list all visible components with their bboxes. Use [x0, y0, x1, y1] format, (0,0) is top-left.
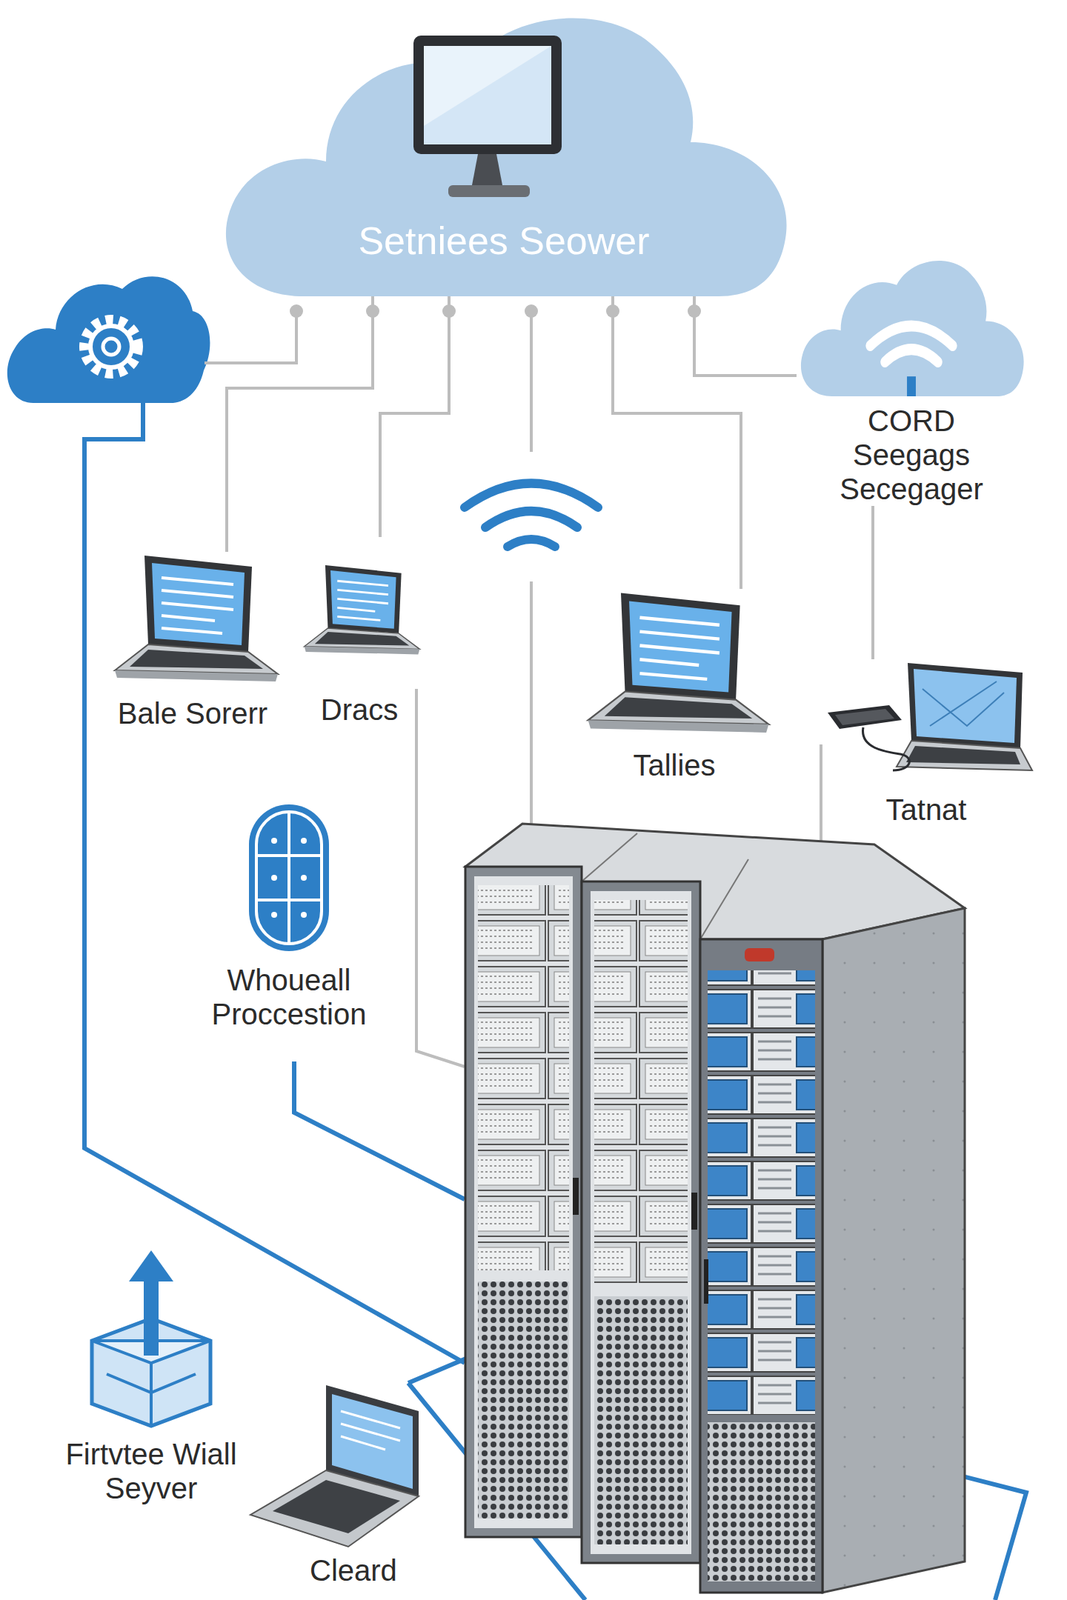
- wifi-symbol: [464, 483, 598, 548]
- node-icon: [796, 251, 1027, 397]
- laptop-node: Bale Sorerr: [96, 552, 289, 731]
- node-label: Tatnat: [886, 792, 967, 827]
- node-icon: [570, 589, 779, 741]
- server-cloud: Setniees Seower: [214, 0, 793, 297]
- network-link: [694, 296, 797, 376]
- node-label: Whoueall Proccestion: [182, 963, 396, 1032]
- device-label: Cleard: [305, 1554, 402, 1588]
- firewall-node: Firtvtee Wiall Seyver: [29, 1244, 273, 1506]
- node-label: CORD Seegags Secegager: [818, 403, 1005, 507]
- node-label: Tallies: [632, 748, 716, 783]
- node-icon: [103, 552, 282, 690]
- node-label: Dracs: [320, 692, 398, 727]
- label-holder: Cleard: [0, 0, 97, 34]
- node-label: Bale Sorerr: [117, 696, 268, 731]
- node-icon: [84, 1244, 218, 1431]
- blue-wiring: [84, 403, 1027, 1600]
- security-node: Whoueall Proccestion: [182, 800, 396, 1032]
- network-link: [871, 506, 875, 660]
- network-link: [612, 296, 741, 590]
- laptop-node: Dracs: [296, 537, 423, 727]
- network-link: [226, 296, 373, 553]
- node-icon: [296, 537, 423, 686]
- node-icon: [244, 800, 334, 956]
- laptop-node: Tallies: [563, 589, 786, 783]
- device-node: Tatnat: [818, 659, 1034, 827]
- server-rack: [465, 823, 965, 1594]
- settings-cloud: [7, 276, 211, 404]
- network-link: [380, 296, 450, 538]
- node-label: Setniees Seower: [357, 219, 650, 264]
- node-icon: [818, 659, 1034, 786]
- wifi-cloud: CORD Seegags Secegager: [796, 251, 1027, 507]
- connection-dots: [289, 304, 701, 318]
- node-label: Firtvtee Wiall Seyver: [29, 1437, 273, 1506]
- laptop-icon: [250, 1385, 419, 1548]
